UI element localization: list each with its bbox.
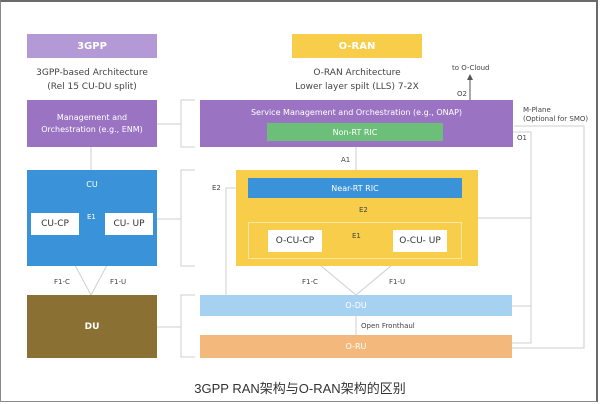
f1u-label-left: F1-U [110, 278, 127, 286]
f1u-label-right: F1-U [389, 278, 406, 286]
management-orchestration-box: Management and Orchestration (e.g., ENM) [27, 100, 157, 147]
cu-label: CU [86, 180, 98, 189]
m-plane-line2: (Optional for SMO) [523, 115, 589, 123]
3gpp-header: 3GPP [27, 34, 157, 58]
3gpp-header-label: 3GPP [77, 40, 107, 52]
o-cu-up-label: O-CU- UP [399, 236, 441, 246]
near-rt-ric-box: Near-RT RIC [248, 178, 462, 198]
m-plane-line1: M-Plane [523, 106, 551, 114]
oran-subtitle-line2: Lower layer spilt (LLS) 7-2X [295, 82, 419, 92]
oran-header: O-RAN [292, 34, 422, 58]
o-cu-up-box: O-CU- UP [393, 230, 447, 252]
non-rt-ric-label: Non-RT RIC [332, 127, 378, 137]
to-o-cloud-label: to O-Cloud [452, 64, 490, 72]
o-cu-cp-box: O-CU-CP [268, 230, 322, 252]
oran-header-label: O-RAN [338, 40, 376, 52]
non-rt-ric-box: Non-RT RIC [267, 123, 443, 141]
o-du-label: O-DU [345, 301, 367, 310]
f1c-label-right: F1-C [302, 278, 318, 286]
o-du-box: O-DU [200, 295, 512, 316]
o-cu-cp-label: O-CU-CP [275, 236, 315, 246]
oran-subtitle: O-RAN Architecture Lower layer spilt (LL… [257, 66, 457, 94]
figure-caption: 3GPP RAN架构与O-RAN架构的区别 [194, 381, 406, 396]
open-fronthaul-label: Open Fronthaul [361, 322, 415, 330]
e1-label-left: E1 [87, 213, 96, 221]
o-ru-label: O-RU [345, 342, 367, 351]
du-label: DU [84, 321, 100, 332]
a1-label: A1 [341, 156, 351, 164]
mgmt-line1: Management and [56, 112, 128, 122]
cu-up-label: CU- UP [113, 219, 145, 229]
oran-subtitle-line1: O-RAN Architecture [313, 68, 401, 78]
3gpp-subtitle-line1: 3GPP-based Architecture [36, 68, 148, 78]
o2-label: O2 [457, 90, 467, 98]
mgmt-line2: Orchestration (e.g., ENM) [41, 124, 143, 134]
cu-up-box: CU- UP [105, 213, 153, 235]
3gpp-subtitle-line2: (Rel 15 CU-DU split) [47, 82, 137, 92]
m-plane-label: M-Plane (Optional for SMO) [523, 106, 588, 124]
o-ru-box: O-RU [200, 335, 512, 358]
cu-cp-box: CU-CP [31, 213, 79, 235]
smo-label: Service Management and Orchestration (e.… [250, 108, 463, 117]
o-cu-inner-box [248, 222, 462, 259]
near-rt-ric-label: Near-RT RIC [331, 183, 379, 193]
e1-label-right: E1 [352, 232, 361, 240]
e2-outer-label: E2 [212, 184, 221, 192]
du-box: DU [27, 295, 157, 358]
e2-inner-label: E2 [359, 206, 368, 214]
f1c-label-left: F1-C [54, 278, 70, 286]
o1-label: O1 [517, 134, 527, 142]
3gpp-subtitle: 3GPP-based Architecture (Rel 15 CU-DU sp… [17, 66, 167, 94]
cu-cp-label: CU-CP [41, 219, 69, 229]
